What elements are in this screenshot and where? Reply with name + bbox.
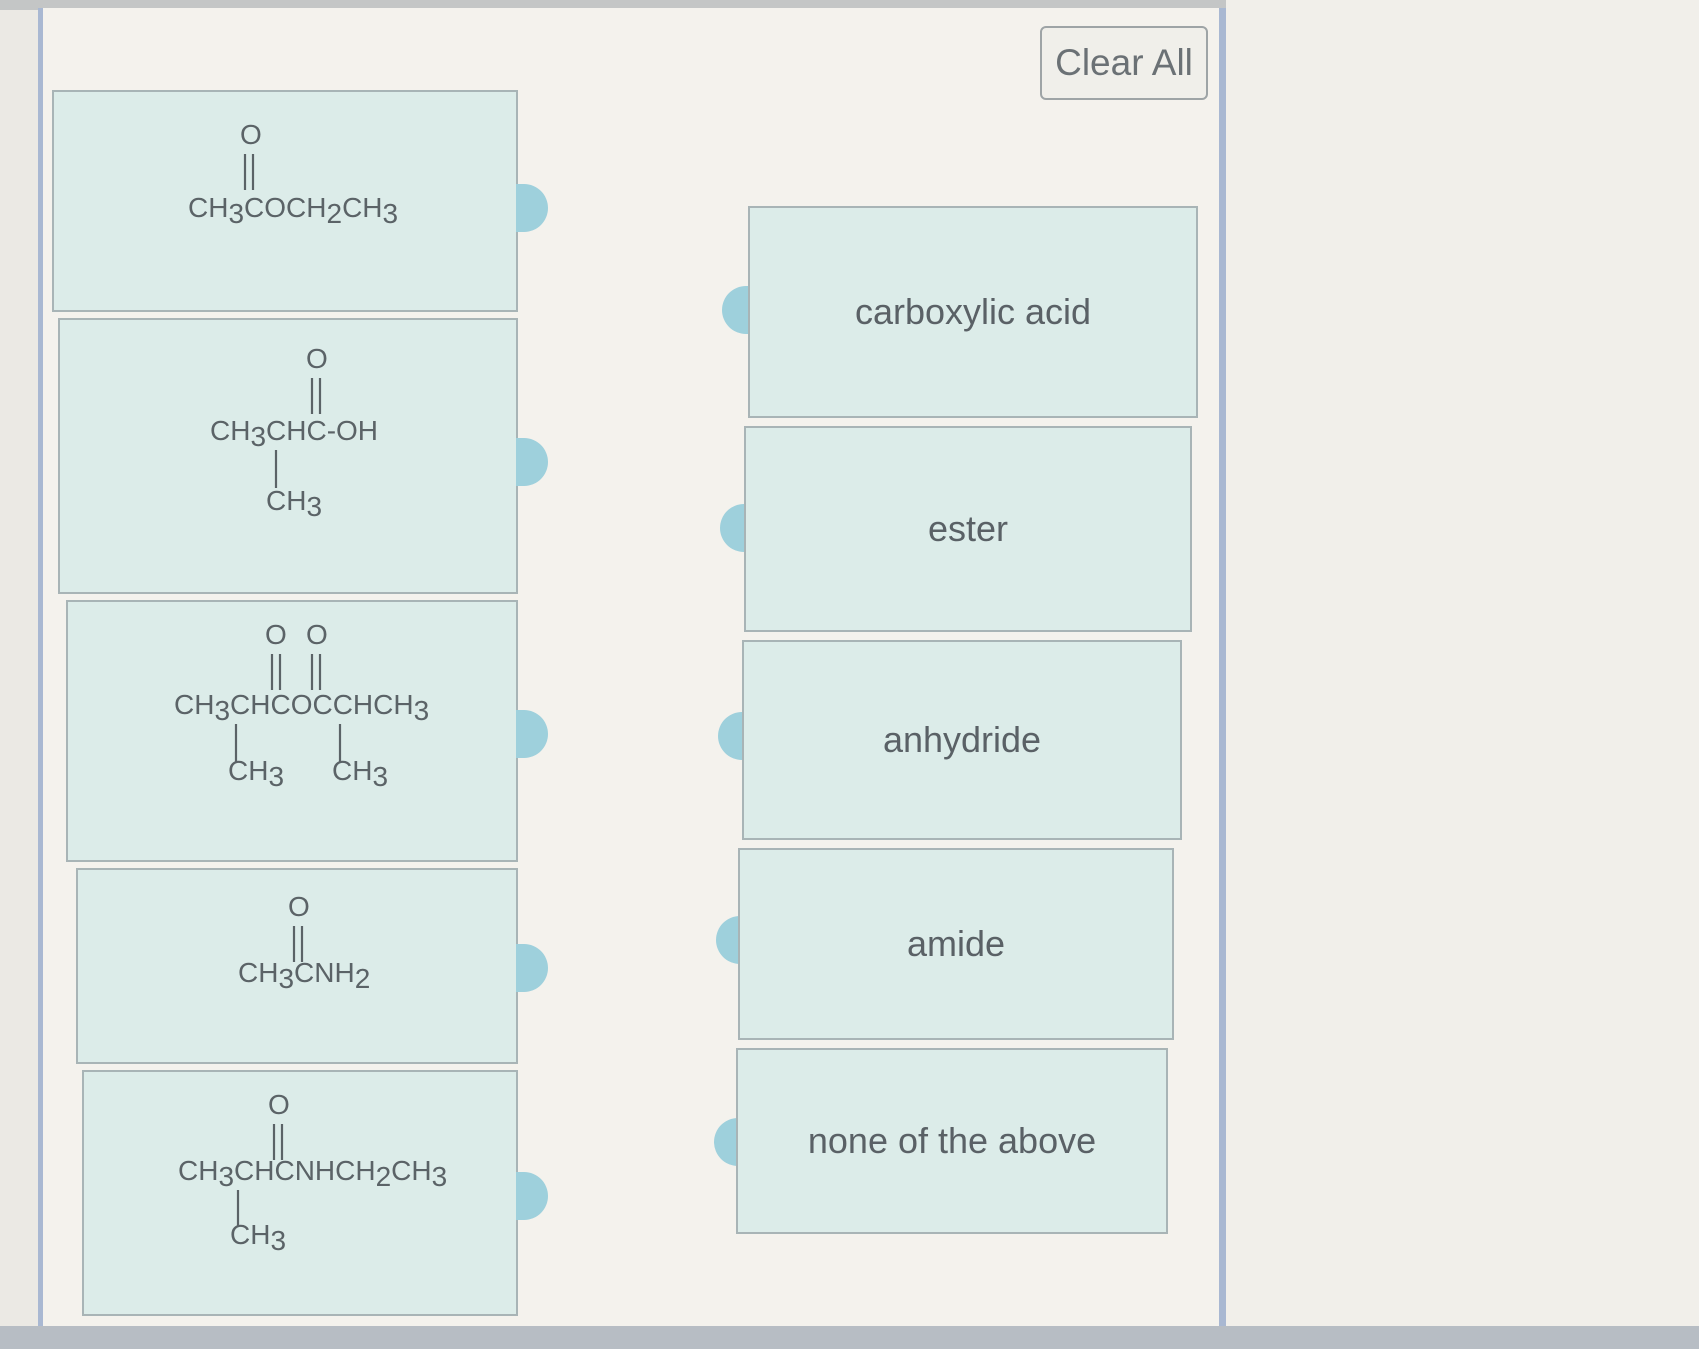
category-card-none-of-the-above[interactable]: none of the above xyxy=(736,1048,1168,1234)
oxygen-atom: O xyxy=(306,619,328,650)
oxygen-atom: O xyxy=(265,619,287,650)
clear-all-button[interactable]: Clear All xyxy=(1040,26,1208,100)
formula-main: CH3CHCNHCH2CH3 xyxy=(178,1155,447,1192)
oxygen-atom: O xyxy=(288,891,310,922)
structure-drawing-1: O CH3COCH2CH3 xyxy=(188,119,398,229)
structure-drawing-2: O CH3CHC-OH CH3 xyxy=(210,343,378,522)
category-card-ester[interactable]: ester xyxy=(744,426,1192,632)
structure-card-3[interactable]: O O CH3CHCOCCHCH3 CH3 CH3 xyxy=(66,600,518,862)
formula-branch: CH3 xyxy=(266,485,322,522)
structure-card-1[interactable]: O CH3COCH2CH3 xyxy=(52,90,518,312)
structure-card-4[interactable]: O CH3CNH2 xyxy=(76,868,518,1064)
category-card-anhydride[interactable]: anhydride xyxy=(742,640,1182,840)
structure-drawing-4: O CH3CNH2 xyxy=(238,891,370,994)
structure-drawing-3: O O CH3CHCOCCHCH3 CH3 CH3 xyxy=(174,619,429,792)
formula-main: CH3CHC-OH xyxy=(210,415,378,452)
formula-main: CH3COCH2CH3 xyxy=(188,192,398,229)
formula-branch: CH3 xyxy=(230,1219,286,1256)
oxygen-atom: O xyxy=(306,343,328,374)
structure-card-2[interactable]: O CH3CHC-OH CH3 xyxy=(58,318,518,594)
category-card-carboxylic-acid[interactable]: carboxylic acid xyxy=(748,206,1198,418)
oxygen-atom: O xyxy=(240,119,262,150)
oxygen-atom: O xyxy=(268,1089,290,1120)
formula-main: CH3CHCOCCHCH3 xyxy=(174,689,429,726)
category-card-amide[interactable]: amide xyxy=(738,848,1174,1040)
right-background xyxy=(1226,0,1699,1349)
formula-main: CH3CNH2 xyxy=(238,957,370,994)
formula-branch: CH3 xyxy=(228,755,284,792)
structure-drawing-5: O CH3CHCNHCH2CH3 CH3 xyxy=(178,1089,447,1256)
top-bar xyxy=(0,0,1699,10)
formula-branch: CH3 xyxy=(332,755,388,792)
bottom-bar xyxy=(0,1326,1699,1349)
structure-card-5[interactable]: O CH3CHCNHCH2CH3 CH3 xyxy=(82,1070,518,1316)
